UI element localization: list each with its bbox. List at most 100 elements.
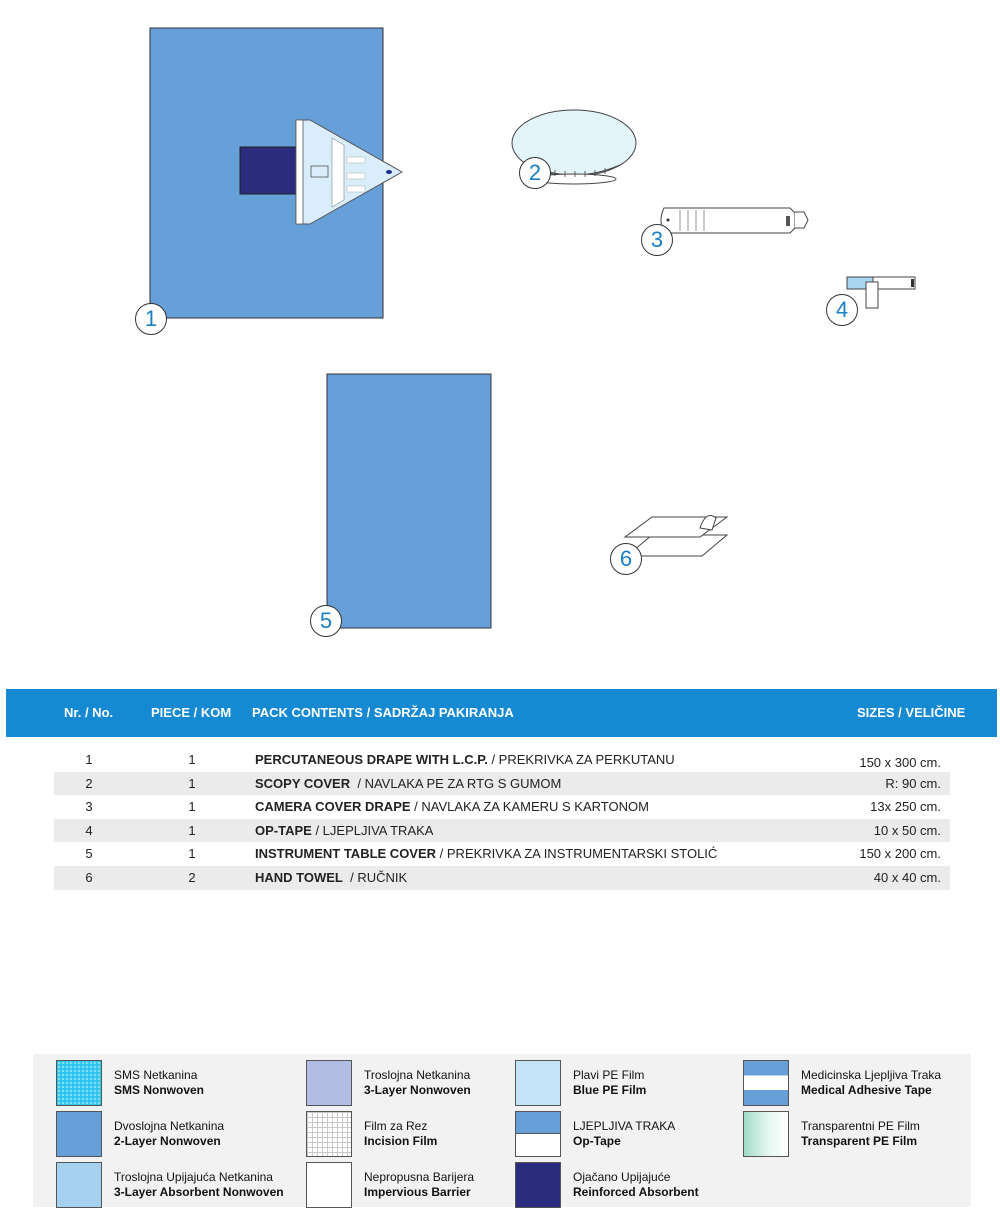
row-piece: 1 xyxy=(188,775,196,791)
row-name: OP-TAPE xyxy=(255,822,312,838)
callout-4: 4 xyxy=(826,294,858,326)
legend-label-local: Troslojna Upijajuća Netkanina xyxy=(114,1170,273,1184)
row-piece: 1 xyxy=(188,799,196,815)
pack-contents-table: 1 1 PERCUTANEOUS DRAPE WITH L.C.P. / PRE… xyxy=(54,748,950,890)
header-contents: PACK CONTENTS / SADRŽAJ PAKIRANJA xyxy=(252,705,514,720)
legend-label-en: Medical Adhesive Tape xyxy=(801,1083,932,1097)
blue-pe-swatch xyxy=(515,1060,561,1106)
row-piece: 1 xyxy=(188,846,196,862)
three-layer-absorbent-swatch xyxy=(56,1162,102,1208)
hand-towel-drawing xyxy=(623,515,729,557)
row-size: 13x 250 cm. xyxy=(870,799,941,815)
table-row: 1 1 PERCUTANEOUS DRAPE WITH L.C.P. / PRE… xyxy=(54,748,950,772)
legend-label-local: Transparentni PE Film xyxy=(801,1119,920,1133)
table-row: 4 1 OP-TAPE / LJEPLJIVA TRAKA 10 x 50 cm… xyxy=(54,818,950,843)
legend-label-en: SMS Nonwoven xyxy=(114,1083,205,1097)
table-row: 6 2 HAND TOWEL / RUČNIK 40 x 40 cm. xyxy=(54,865,950,890)
legend-label-local: SMS Netkanina xyxy=(114,1068,198,1082)
two-layer-swatch xyxy=(56,1111,102,1157)
legend-label-local: Film za Rez xyxy=(364,1119,428,1133)
row-nr: 1 xyxy=(85,752,93,767)
three-layer-swatch xyxy=(306,1060,352,1106)
row-name: PERCUTANEOUS DRAPE WITH L.C.P. xyxy=(255,752,488,767)
legend-label-local: Dvoslojna Netkanina xyxy=(114,1119,225,1133)
op-tape-drawing xyxy=(846,276,916,309)
callout-2: 2 xyxy=(519,157,551,189)
table-header: Nr. / No. PIECE / KOM PACK CONTENTS / SA… xyxy=(6,689,997,737)
row-desc: / PREKRIVKA ZA INSTRUMENTARSKI STOLIĆ xyxy=(436,846,718,862)
camera-cover-drawing xyxy=(660,207,809,234)
sms-swatch xyxy=(56,1060,102,1106)
legend-label-en: 2-Layer Nonwoven xyxy=(114,1134,221,1148)
row-nr: 5 xyxy=(85,846,93,862)
legend-label-en: 3-Layer Absorbent Nonwoven xyxy=(114,1185,284,1199)
callout-3: 3 xyxy=(641,224,673,256)
row-contents: OP-TAPE / LJEPLJIVA TRAKA xyxy=(255,819,433,843)
row-size: 10 x 50 cm. xyxy=(873,822,941,838)
percutaneous-drape-drawing xyxy=(149,27,404,319)
row-contents: CAMERA COVER DRAPE / NAVLAKA ZA KAMERU S… xyxy=(255,795,649,819)
legend-label-local: Nepropusna Barijera xyxy=(364,1170,475,1184)
header-nr: Nr. / No. xyxy=(64,705,114,720)
header-sizes: SIZES / VELIČINE xyxy=(857,705,966,720)
legend-label-en: Incision Film xyxy=(364,1134,438,1148)
row-desc: / RUČNIK xyxy=(342,869,408,885)
transparent-pe-swatch xyxy=(743,1111,789,1157)
legend-label-local: Plavi PE Film xyxy=(573,1068,645,1082)
row-contents: INSTRUMENT TABLE COVER / PREKRIVKA ZA IN… xyxy=(255,842,717,866)
row-size: 150 x 300 cm. xyxy=(859,755,941,770)
row-desc: / NAVLAKA ZA KAMERU S KARTONOM xyxy=(410,799,649,815)
row-piece: 1 xyxy=(188,752,196,767)
legend-label-local: Troslojna Netkanina xyxy=(364,1068,471,1082)
legend-label-en: Impervious Barrier xyxy=(364,1185,471,1199)
medical-tape-swatch xyxy=(743,1060,789,1106)
legend-label-en: Op-Tape xyxy=(573,1134,621,1148)
legend-label-en: Transparent PE Film xyxy=(801,1134,918,1148)
row-nr: 4 xyxy=(85,822,93,838)
row-name: CAMERA COVER DRAPE xyxy=(255,799,411,815)
row-piece: 2 xyxy=(188,869,196,885)
header-piece: PIECE / KOM xyxy=(151,705,232,720)
pack-illustration xyxy=(149,27,916,629)
row-desc: / NAVLAKA PE ZA RTG S GUMOM xyxy=(350,775,562,791)
row-nr: 2 xyxy=(85,775,93,791)
row-size: R: 90 cm. xyxy=(885,775,941,791)
callout-5: 5 xyxy=(310,605,342,637)
op-tape-swatch xyxy=(515,1111,561,1157)
row-nr: 6 xyxy=(85,869,93,885)
table-row: 5 1 INSTRUMENT TABLE COVER / PREKRIVKA Z… xyxy=(54,842,950,866)
impervious-swatch xyxy=(306,1162,352,1208)
row-name: INSTRUMENT TABLE COVER xyxy=(255,846,437,862)
row-name: SCOPY COVER xyxy=(255,775,351,791)
table-row: 3 1 CAMERA COVER DRAPE / NAVLAKA ZA KAME… xyxy=(54,795,950,819)
instrument-table-cover-drawing xyxy=(326,373,492,629)
row-size: 40 x 40 cm. xyxy=(873,869,941,885)
row-contents: PERCUTANEOUS DRAPE WITH L.C.P. / PREKRIV… xyxy=(255,748,675,772)
row-name: HAND TOWEL xyxy=(255,869,343,885)
row-desc: / LJEPLJIVA TRAKA xyxy=(311,822,434,838)
legend-label-en: Reinforced Absorbent xyxy=(573,1185,699,1199)
row-piece: 1 xyxy=(188,822,196,838)
legend-label-en: Blue PE Film xyxy=(573,1083,647,1097)
legend-label-local: Medicinska Ljepljiva Traka xyxy=(801,1068,942,1082)
legend-label-local: Ojačano Upijajuće xyxy=(573,1170,671,1184)
callout-1: 1 xyxy=(135,303,167,335)
table-row: 2 1 SCOPY COVER / NAVLAKA PE ZA RTG S GU… xyxy=(54,771,950,796)
row-contents: HAND TOWEL / RUČNIK xyxy=(255,866,407,890)
row-contents: SCOPY COVER / NAVLAKA PE ZA RTG S GUMOM xyxy=(255,772,561,796)
legend-label-en: 3-Layer Nonwoven xyxy=(364,1083,471,1097)
reinforced-swatch xyxy=(515,1162,561,1208)
callout-6: 6 xyxy=(610,543,642,575)
row-desc: / PREKRIVKA ZA PERKUTANU xyxy=(487,752,675,767)
